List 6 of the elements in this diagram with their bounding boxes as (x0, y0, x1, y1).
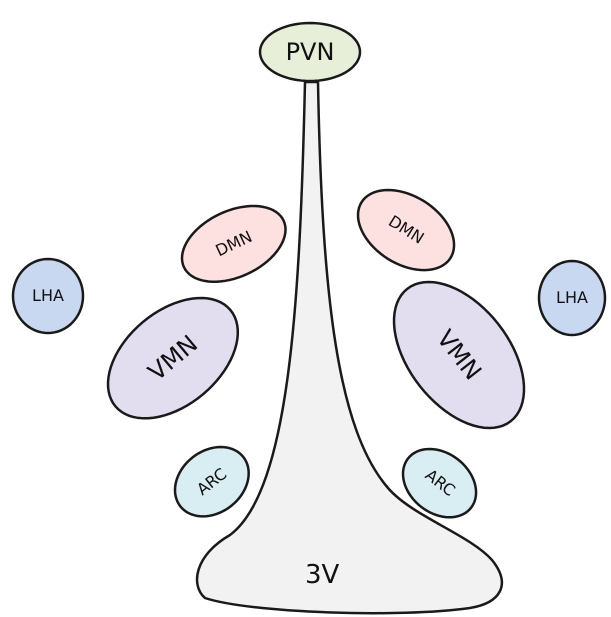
nucleus-label: LHA (32, 288, 64, 304)
nucleus-label: LHA (556, 290, 588, 306)
nucleus-label: DMN (213, 228, 255, 260)
nucleus-label: PVN (286, 40, 334, 64)
nucleus-label: ARC (422, 466, 458, 500)
region-label: 3V (305, 560, 340, 590)
